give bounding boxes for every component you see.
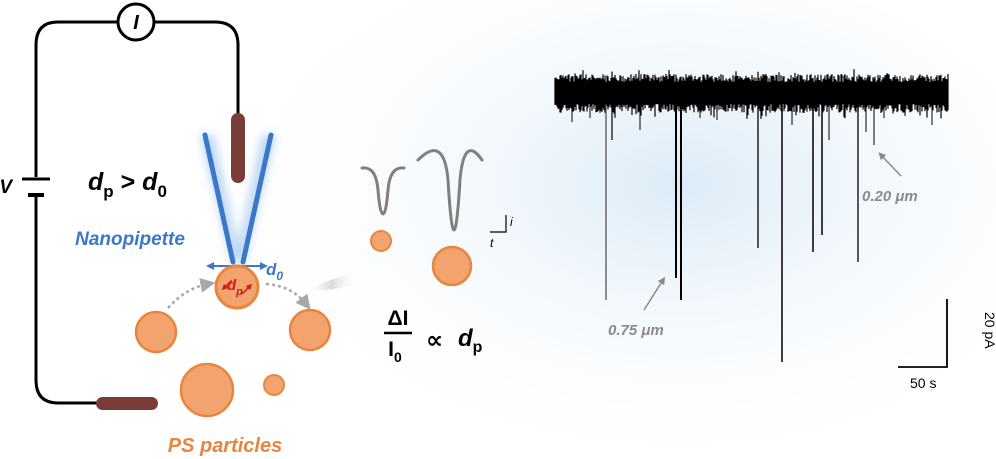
large-pulse bbox=[416, 149, 484, 232]
equation-proportional: ∝ bbox=[426, 327, 443, 354]
large-event-annotation: 0.75 μm bbox=[608, 322, 664, 339]
pulse-axes bbox=[490, 215, 507, 233]
scale-bar-current: 20 pA bbox=[982, 312, 996, 349]
small-event-annotation-arrow bbox=[878, 152, 902, 177]
trace-noise-band bbox=[554, 69, 949, 119]
transition-smear bbox=[305, 272, 358, 292]
current-trace bbox=[554, 69, 949, 362]
equation: ΔI I0 ∝ dp bbox=[384, 307, 483, 365]
pipette-wall-left bbox=[202, 132, 236, 265]
particle-in-arrow bbox=[167, 277, 216, 309]
particle bbox=[263, 374, 285, 396]
small-particle-icon bbox=[370, 230, 392, 252]
ammeter-circle bbox=[116, 2, 156, 42]
particle bbox=[134, 310, 178, 354]
circuit-wire-top-left bbox=[34, 20, 117, 177]
pipette-wall-right bbox=[240, 132, 274, 265]
small-pulse bbox=[360, 166, 406, 216]
circuit: V I bbox=[0, 2, 245, 410]
particle-diameter-arrow bbox=[241, 283, 253, 295]
particle-out-arrow bbox=[265, 282, 311, 310]
particle bbox=[179, 362, 235, 418]
equation-denominator: I0 bbox=[388, 338, 402, 365]
small-event-annotation: 0.20 μm bbox=[862, 188, 918, 205]
scale-bar bbox=[898, 299, 948, 368]
large-event-annotation-arrow bbox=[643, 276, 666, 311]
voltage-symbol: V bbox=[0, 177, 13, 198]
equation-numerator: ΔI bbox=[388, 307, 409, 330]
circuit-wire-top-right bbox=[155, 20, 240, 115]
trace-noise-core bbox=[555, 82, 948, 104]
size-condition: dp > d0 bbox=[88, 168, 167, 201]
pulse-schematic: i t bbox=[360, 149, 513, 287]
pipette-glow bbox=[201, 135, 275, 262]
scale-bar-time: 50 s bbox=[910, 375, 936, 391]
nanopipette bbox=[201, 132, 275, 265]
equation-rhs: dp bbox=[458, 325, 483, 356]
particle bbox=[288, 308, 332, 352]
trace-spikes bbox=[571, 104, 933, 362]
translocating-particle bbox=[214, 264, 260, 310]
background-glow bbox=[240, 0, 996, 459]
large-particle-icon bbox=[431, 245, 473, 287]
pipette-electrode bbox=[231, 113, 245, 183]
ps-particles-label: PS particles bbox=[168, 435, 283, 457]
particle-label: dp bbox=[227, 277, 243, 298]
bath-electrode bbox=[96, 397, 158, 410]
particle-diameter-arrow bbox=[221, 279, 233, 291]
nanopipette-label: Nanopipette bbox=[75, 229, 185, 250]
current-symbol: I bbox=[133, 12, 139, 34]
circuit-wire-bottom bbox=[34, 197, 100, 405]
pulse-y-axis-label: i bbox=[510, 215, 513, 229]
tip-label: d0 bbox=[266, 260, 283, 283]
pulse-x-axis-label: t bbox=[490, 236, 494, 250]
ps-particles bbox=[134, 264, 332, 418]
